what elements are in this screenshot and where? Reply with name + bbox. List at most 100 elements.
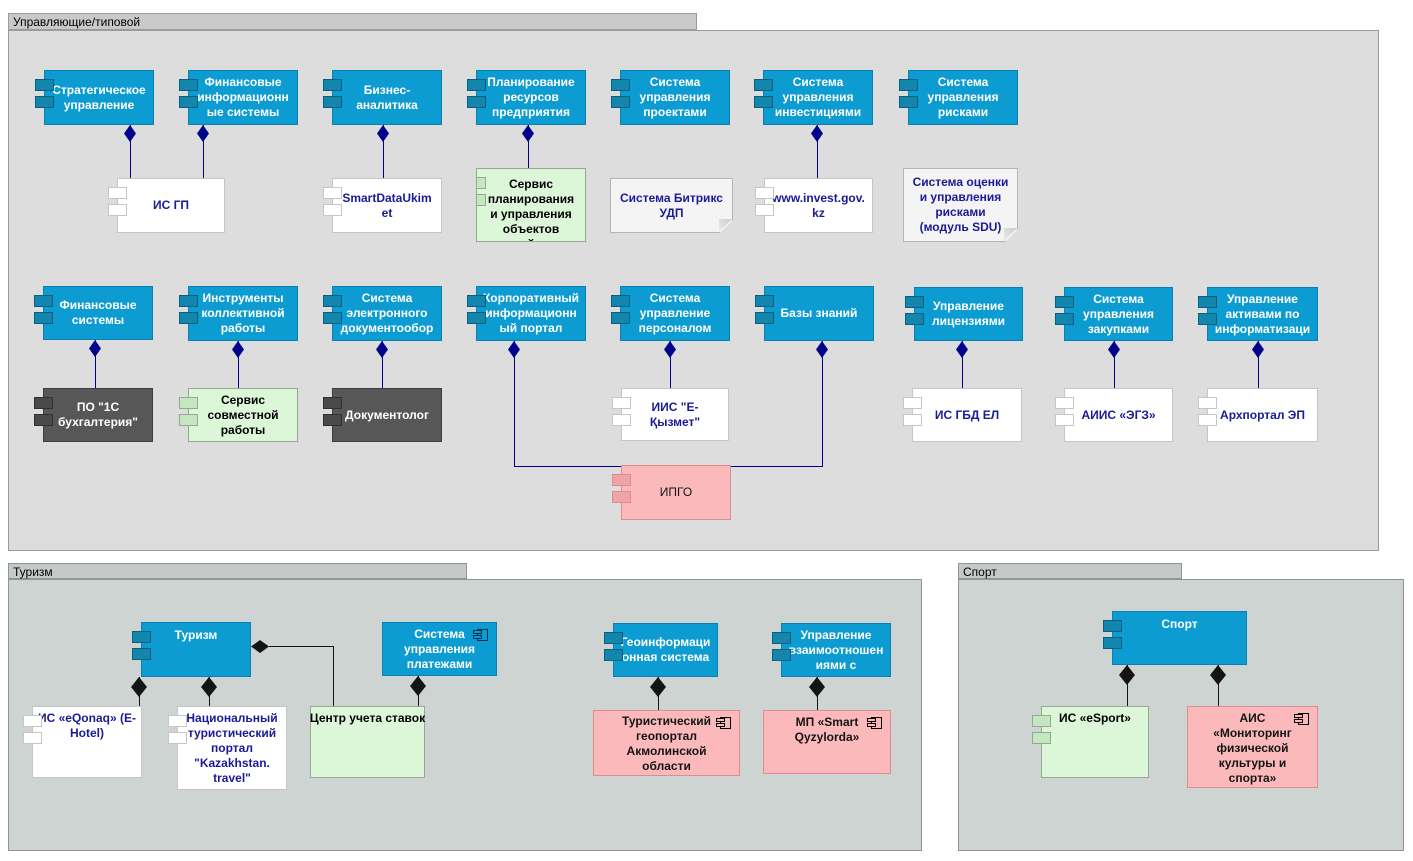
composition-diamond-icon [131,677,147,697]
betting-accounting-center-label: Центр учета ставок [310,707,425,777]
knowledge-bases[interactable]: Базы знаний [755,286,874,341]
component-tab-icon [323,204,342,216]
connector-strategic-to-isgp[interactable] [130,125,131,178]
connector-sport-to-esport[interactable] [1127,665,1128,706]
connector-bi-to-smartdata[interactable] [383,125,384,178]
connector-sport-to-ais[interactable] [1218,665,1219,706]
arhportal-ep[interactable]: Архпортал ЭП [1198,388,1318,442]
component-tab-icon [179,397,198,409]
component-tab-icon [1055,397,1074,409]
connector-collabtools-to-collabservice[interactable] [238,341,239,388]
label-line: ПО "1С [76,400,120,414]
label-line: коллективной [201,306,285,320]
label-line: физической [1216,741,1289,755]
component-tab-icon [755,204,774,216]
component-tab-icon [477,194,486,206]
iis-e-kyzmet[interactable]: ИИС "Е-Қызмет" [612,388,729,441]
is-eqonaq-ehotel[interactable]: ИС «eQonaq» (E-Hotel) [23,706,142,778]
label-line: рисками [935,205,986,219]
label-line: Управление [933,299,1004,313]
connector-corpportal-to-ipgo-seg2[interactable] [514,466,622,467]
connector-invest-to-investgovkz[interactable] [817,125,818,178]
connector-kb-to-ipgo-seg2[interactable] [731,466,823,467]
dokumentolog[interactable]: Документолог [323,388,442,442]
label-line: ИС «eQonaq» (E- [38,711,136,725]
component-tab-icon [1198,313,1217,325]
label-line: работы [220,422,266,437]
invest-gov-kz[interactable]: www.invest.gov.kz [755,178,873,233]
connector-erp-to-service-planning[interactable] [528,125,529,168]
connector-corpportal-to-ipgo-seg1[interactable] [514,341,515,466]
label-line: системы [71,313,125,327]
label-line: ые системы [206,105,280,119]
connector-license-to-gbdel[interactable] [962,341,963,388]
package-tab-sport-package[interactable]: Спорт [958,563,1182,579]
connector-kb-to-ipgo-seg1[interactable] [822,341,823,467]
sport[interactable]: Спорт [1103,611,1247,665]
connector-turizm-to-betting-seg2[interactable] [333,646,334,707]
package-tab-turizm-package[interactable]: Туризм [8,563,467,579]
component-icon-part [473,635,482,639]
label-line: www.invest.gov. [772,190,865,205]
label-line: работы [220,321,266,335]
connector-edms-to-dokumentolog[interactable] [382,341,383,388]
betting-accounting-center[interactable]: Центр учета ставок [310,706,425,778]
connector-assets-to-arhportal[interactable] [1258,341,1259,388]
is-esport-label: ИС «eSport» [1042,707,1148,777]
package-tab-upravlyayushchie-tipovoy[interactable]: Управляющие/типовой [8,13,697,30]
ipgo[interactable]: ИПГО [612,465,731,520]
connector-fininfo-to-isgp[interactable] [203,125,204,178]
is-gbd-el[interactable]: ИС ГБД ЕЛ [903,388,1022,442]
connector-turizm-to-betting-seg1[interactable] [269,646,334,647]
connector-procurement-to-aiis[interactable] [1114,341,1115,388]
label-line: Стратегическое [52,82,146,97]
label-line: Қызмет" [649,414,701,429]
composition-diamond-icon [811,125,823,142]
label-line: онная система [621,650,710,664]
label-line: ресурсов [503,90,559,104]
is-esport[interactable]: ИС «eSport» [1032,706,1149,778]
turizm[interactable]: Туризм [132,622,251,677]
sport-label: Спорт [1113,612,1246,664]
component-tab-icon [612,474,631,486]
connector-hr-to-iis[interactable] [670,341,671,388]
business-analytics[interactable]: Бизнес-аналитика [323,70,442,125]
label-line: Система [414,626,465,641]
aiis-egz[interactable]: АИИС «ЭГЗ» [1055,388,1173,442]
label-line: предприятия [491,105,571,119]
is-gp[interactable]: ИС ГП [108,178,225,233]
connector-finsys-to-1c[interactable] [95,340,96,388]
invest-gov-kz-label: www.invest.gov.kz [765,179,872,232]
